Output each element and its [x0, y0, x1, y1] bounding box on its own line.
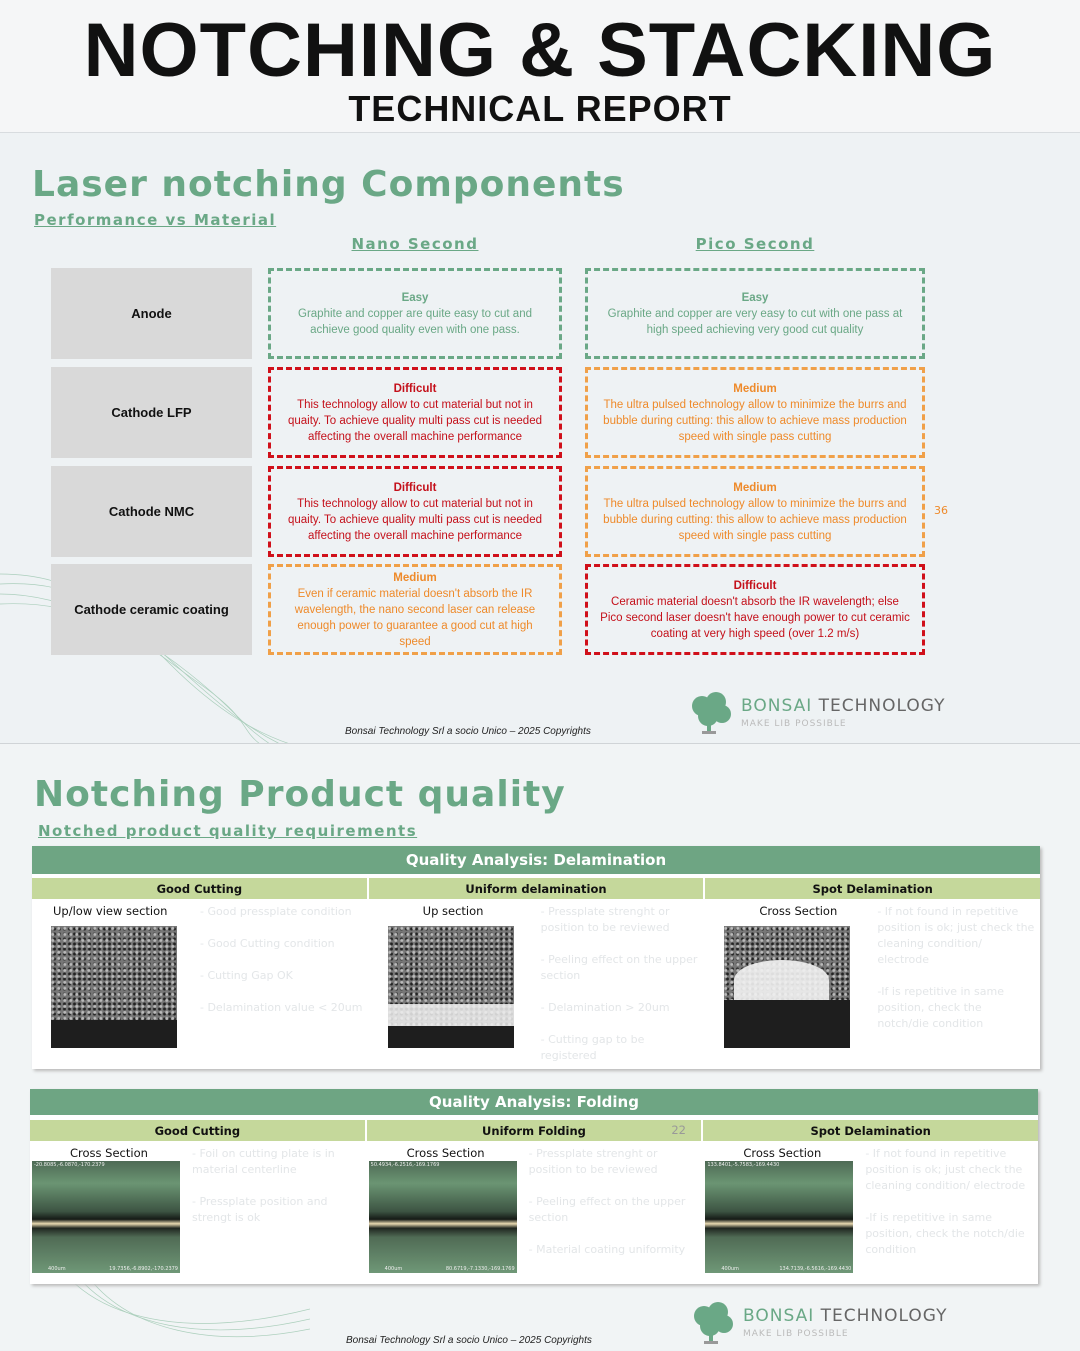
image-coords-top: 133.8401,-5.7583,-169.4430	[707, 1162, 780, 1168]
report-title: NOTCHING & STACKING	[83, 8, 997, 93]
slide-laser-notching: Laser notching Components Performance vs…	[0, 134, 1080, 744]
column-header-nano: Nano Second	[351, 235, 479, 253]
footer-copyright: Bonsai Technology Srl a socio Unico – 20…	[346, 1335, 592, 1346]
pico-cell: Easy Graphite and copper are very easy t…	[585, 268, 925, 359]
column-header-label: Spot Delamination	[812, 881, 933, 896]
cell-description: Graphite and copper are very easy to cut…	[607, 307, 903, 336]
report-header: NOTCHING & STACKING TECHNICAL REPORT	[0, 0, 1080, 133]
logo-name-2: TECHNOLOGY	[818, 696, 946, 716]
column-header: Spot Delamination	[703, 1120, 1038, 1141]
cell-description: This technology allow to cut material bu…	[288, 398, 542, 443]
sem-micrograph-image	[387, 926, 514, 1048]
slide-subtitle: Notched product quality requirements	[38, 822, 418, 840]
sem-micrograph-image	[724, 926, 851, 1048]
column-header-pico: Pico Second	[695, 235, 815, 253]
image-coords-top: -20.8085,-6.0870,-170.2379	[34, 1162, 105, 1168]
quality-notes: - Foil on cutting plate is in material c…	[192, 1147, 335, 1224]
image-caption: Cross Section	[759, 904, 838, 918]
quality-notes: - If not found in repetitive position is…	[877, 905, 1035, 1030]
image-coords-top: 50.4934,-6.2516,-169.1769	[370, 1162, 440, 1168]
image-scale: 400um	[721, 1266, 739, 1272]
image-caption: Up section	[422, 904, 484, 918]
stray-number: 36	[934, 504, 948, 517]
logo-tagline: MAKE LIB POSSIBLE	[743, 1329, 849, 1339]
quality-notes: - Pressplate strenght or position to be …	[540, 905, 698, 1062]
pico-cell: Difficult Ceramic material doesn't absor…	[585, 564, 925, 655]
cell-description: Even if ceramic material doesn't absorb …	[294, 587, 536, 648]
difficulty-level: Difficult	[393, 481, 437, 494]
nano-cell: Easy Graphite and copper are quite easy …	[268, 268, 562, 359]
image-caption: Cross Section	[743, 1146, 822, 1160]
material-label: Cathode ceramic coating	[51, 564, 252, 655]
material-label: Cathode NMC	[51, 466, 252, 557]
column-header: Spot Delamination	[705, 878, 1040, 899]
nano-cell: Medium Even if ceramic material doesn't …	[268, 564, 562, 655]
header-number: 22	[671, 1123, 686, 1137]
slide-product-quality: Notching Product quality Notched product…	[0, 743, 1080, 1350]
difficulty-level: Medium	[733, 382, 777, 395]
image-coords-bottom: 134.7139,-6.5616,-169.4430	[779, 1266, 852, 1272]
difficulty-level: Easy	[401, 291, 429, 304]
image-scale: 400um	[48, 1266, 66, 1272]
quality-notes: - If not found in repetitive position is…	[865, 1147, 1026, 1256]
image-coords-bottom: 80.6719,-7.1330,-169.1769	[445, 1266, 515, 1272]
nano-cell: Difficult This technology allow to cut m…	[268, 367, 562, 458]
bonsai-tree-icon	[694, 1302, 733, 1344]
quality-notes: - Pressplate strenght or position to be …	[528, 1147, 686, 1256]
image-scale: 400um	[384, 1266, 403, 1272]
image-caption: Cross Section	[70, 1146, 148, 1160]
column-header-label: Uniform delamination	[465, 881, 607, 896]
bonsai-logo: BONSAI TECHNOLOGY MAKE LIB POSSIBLE	[688, 690, 944, 740]
difficulty-level: Difficult	[393, 382, 437, 395]
image-caption: Cross Section	[406, 1146, 485, 1160]
column-header: Uniform Folding	[366, 1120, 702, 1141]
table-title: Quality Analysis: Folding	[30, 1089, 1038, 1115]
material-label: Anode	[51, 268, 252, 359]
logo-name-1: BONSAI	[743, 1306, 815, 1326]
image-coords-bottom: 19.7356,-6.8902,-170.2379	[109, 1266, 178, 1272]
difficulty-level: Medium	[393, 571, 437, 584]
column-header-label: Good Cutting	[156, 881, 243, 896]
optical-micrograph-image: 133.8401,-5.7583,-169.4430 400um 134.713…	[705, 1161, 854, 1273]
sem-micrograph-image	[51, 926, 177, 1048]
optical-micrograph-image: 50.4934,-6.2516,-169.1769 400um 80.6719,…	[368, 1161, 517, 1273]
image-caption: Up/low view section	[53, 904, 168, 918]
column-header-label: Good Cutting	[154, 1123, 241, 1138]
column-header: Uniform delamination	[368, 878, 704, 899]
cell-description: This technology allow to cut material bu…	[288, 497, 542, 542]
cell-description: Ceramic material doesn't absorb the IR w…	[600, 595, 910, 640]
decorative-wave-icon	[70, 1279, 310, 1338]
difficulty-level: Medium	[733, 481, 777, 494]
column-header-label: Spot Delamination	[810, 1123, 931, 1138]
nano-cell: Difficult This technology allow to cut m…	[268, 466, 562, 557]
footer-copyright: Bonsai Technology Srl a socio Unico – 20…	[345, 726, 591, 737]
slide-title: Notching Product quality	[34, 774, 566, 815]
slide-title: Laser notching Components	[32, 164, 625, 205]
difficulty-level: Difficult	[733, 579, 777, 592]
cell-description: The ultra pulsed technology allow to min…	[603, 398, 907, 443]
column-header: Good Cutting	[32, 878, 367, 899]
column-header: Good Cutting	[30, 1120, 365, 1141]
difficulty-level: Easy	[741, 291, 769, 304]
material-label: Cathode LFP	[51, 367, 252, 458]
pico-cell: Medium The ultra pulsed technology allow…	[585, 367, 925, 458]
report-subtitle: TECHNICAL REPORT	[348, 88, 732, 129]
cell-description: The ultra pulsed technology allow to min…	[603, 497, 907, 542]
logo-tagline: MAKE LIB POSSIBLE	[741, 719, 847, 729]
logo-name-1: BONSAI	[741, 696, 813, 716]
bonsai-tree-icon	[692, 692, 731, 734]
logo-name-2: TECHNOLOGY	[820, 1306, 948, 1326]
table-title: Quality Analysis: Delamination	[32, 846, 1040, 874]
quality-notes: - Good pressplate condition - Good Cutti…	[200, 905, 363, 1014]
column-header-label: Uniform Folding	[482, 1123, 586, 1138]
cell-description: Graphite and copper are quite easy to cu…	[298, 307, 532, 336]
slide-subtitle: Performance vs Material	[34, 211, 277, 229]
pico-cell: Medium The ultra pulsed technology allow…	[585, 466, 925, 557]
optical-micrograph-image: -20.8085,-6.0870,-170.2379 400um 19.7356…	[32, 1161, 180, 1273]
bonsai-logo: BONSAI TECHNOLOGY MAKE LIB POSSIBLE	[690, 1300, 946, 1350]
